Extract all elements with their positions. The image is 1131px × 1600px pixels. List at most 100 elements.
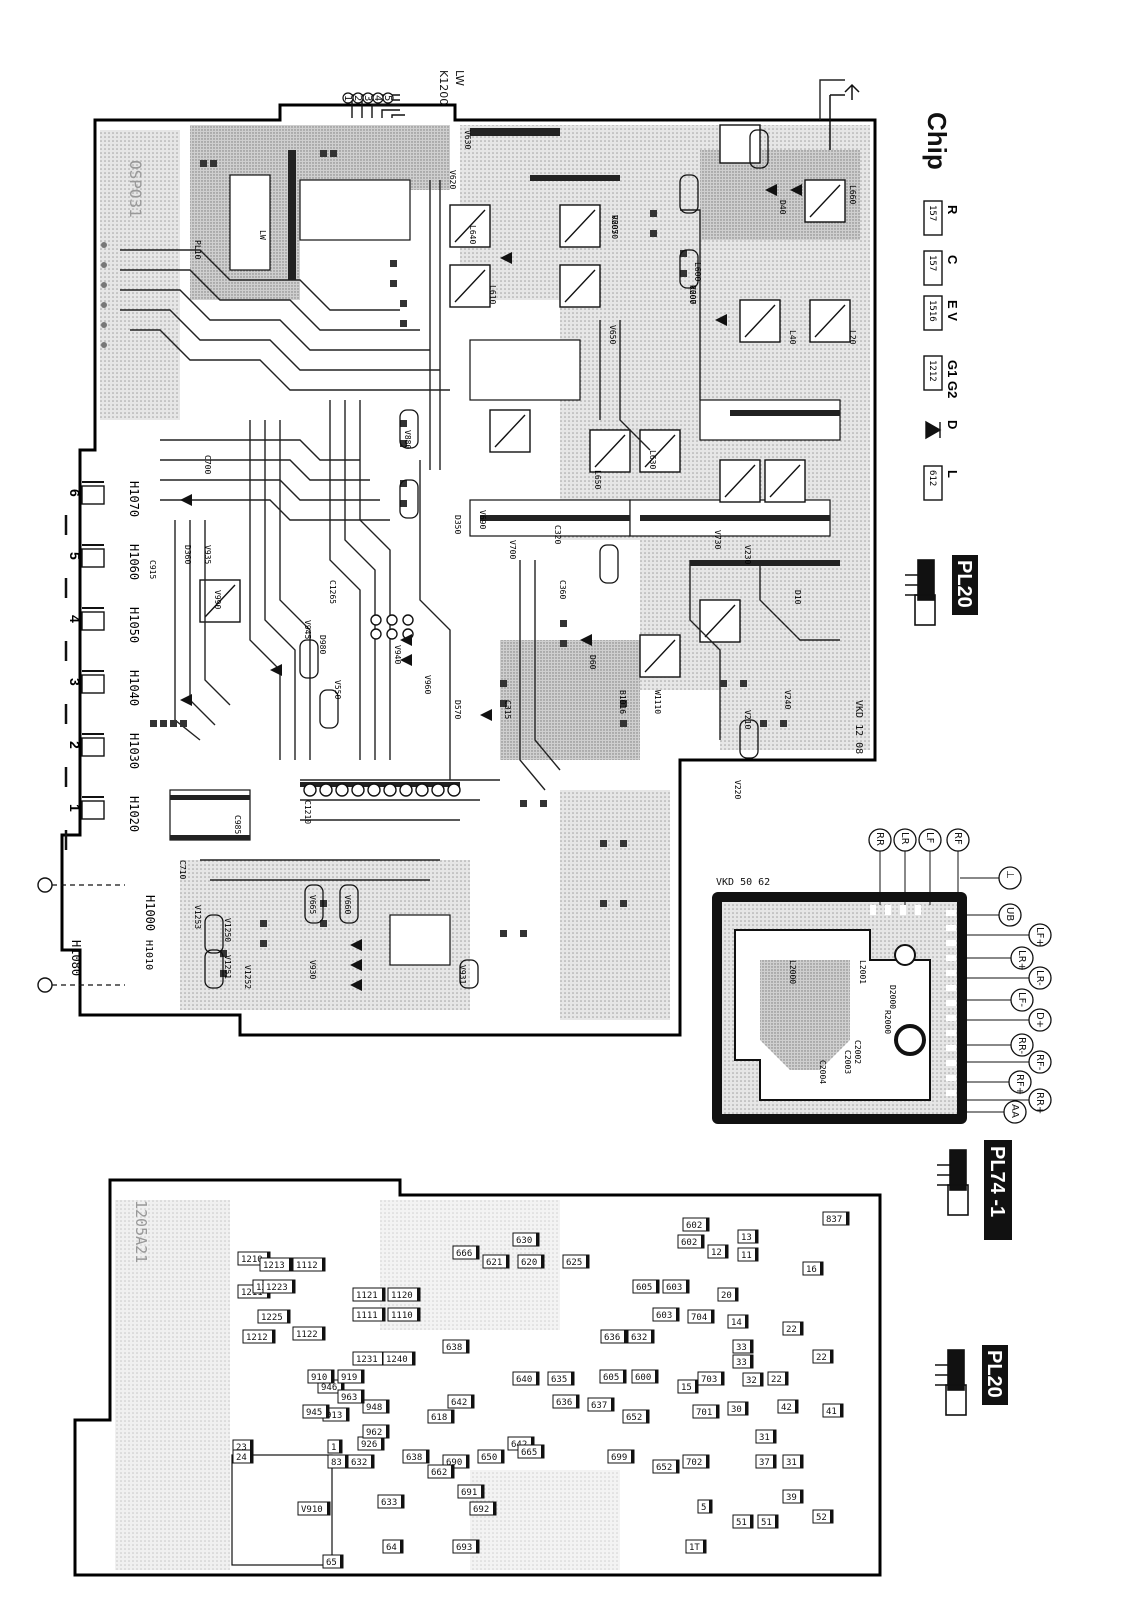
switch-link: [52, 884, 125, 986]
chip-label-633: 633: [381, 1498, 397, 1508]
push-button-outline: [81, 548, 105, 568]
component-label-v1252: V1252: [243, 965, 252, 989]
chip-cathode-mark: [701, 1235, 704, 1248]
ref-H1010: H1010: [143, 940, 154, 970]
chip-label-602: 602: [681, 1238, 697, 1248]
chip-label-650: 650: [481, 1453, 497, 1463]
component-label-v230: V230: [743, 545, 752, 564]
ref-H1080: H1080: [69, 940, 83, 976]
chip-label-946: 946: [321, 1383, 337, 1393]
chip-cathode-mark: [250, 1450, 253, 1463]
pin-label-7: LR+: [1016, 950, 1027, 971]
chip-label-13: 13: [741, 1233, 752, 1243]
component-label-d980: D980: [318, 635, 327, 654]
legend-code-3: G1 G2: [945, 360, 960, 398]
chip-label-605: 605: [636, 1283, 652, 1293]
bottom-ic-outline: [231, 1454, 333, 1566]
chip-label-635: 635: [551, 1375, 567, 1385]
sub-board-copper: [760, 960, 850, 1070]
connector-pin-label: 2: [352, 95, 363, 101]
mounting-holes: [101, 242, 107, 348]
chip-cathode-mark: [361, 1390, 364, 1403]
chip-label-637: 637: [591, 1401, 607, 1411]
chip-cathode-mark: [493, 1502, 496, 1515]
chip-label-15: 15: [681, 1383, 692, 1393]
chip-cathode-mark: [400, 1540, 403, 1553]
pin-label-10: D+: [1034, 1012, 1045, 1028]
button-number-3: 3: [67, 678, 83, 686]
chip-label-5: 5: [701, 1503, 706, 1513]
component-label-v960: V960: [423, 675, 432, 694]
component-label-v1253: V1253: [193, 905, 202, 929]
component-label-c1265: C1265: [328, 580, 337, 604]
chip-cathode-mark: [840, 1404, 843, 1417]
chip-label-666: 666: [456, 1249, 472, 1259]
chip-label-636: 636: [604, 1333, 620, 1343]
chip-label-32: 32: [746, 1376, 757, 1386]
component-label-v690: V690: [478, 510, 487, 529]
chip-cathode-mark: [345, 1455, 348, 1468]
button-number-6: 6: [67, 489, 83, 497]
chip-label-603: 603: [666, 1283, 682, 1293]
transistor-outlines: [204, 129, 769, 989]
board-code-vkd1208: VKD 12 08: [853, 700, 864, 754]
chip-cathode-mark: [745, 1315, 748, 1328]
component-label-v600: V600: [688, 285, 697, 304]
legend-chip-box: [923, 250, 943, 286]
connector-pin-label: 3: [362, 95, 373, 101]
pl20-top-tag: PL20: [905, 555, 978, 626]
chip-label-690: 690: [446, 1458, 462, 1468]
component-label-r2070: R2070: [610, 215, 619, 239]
component-label-v650: V650: [608, 325, 617, 344]
pl20-bottom-tag: PL20: [935, 1345, 1008, 1416]
chip-cathode-mark: [695, 1380, 698, 1393]
ref-H1000: H1000: [143, 895, 157, 931]
chip-cathode-mark: [735, 1288, 738, 1301]
component-label-v935: V935: [203, 545, 212, 564]
component-label-v240: V240: [783, 690, 792, 709]
sub-inner-d2000: D2000: [888, 985, 897, 1009]
chip-cathode-mark: [371, 1455, 374, 1468]
chip-cathode-mark: [706, 1455, 709, 1468]
component-label-l610: L610: [488, 285, 497, 304]
chip-cathode-mark: [750, 1355, 753, 1368]
chip-cathode-mark: [381, 1437, 384, 1450]
chip-label-625: 625: [566, 1258, 582, 1268]
component-label-l630: L630: [648, 450, 657, 469]
chip-cathode-mark: [501, 1450, 504, 1463]
component-label-c360: C360: [558, 580, 567, 599]
chip-label-33: 33: [736, 1358, 747, 1368]
chip-cathode-mark: [571, 1372, 574, 1385]
chip-cathode-mark: [466, 1340, 469, 1353]
chip-cathode-mark: [785, 1372, 788, 1385]
legend-code-1: C: [945, 255, 960, 265]
chip-cathode-mark: [322, 1327, 325, 1340]
chip-cathode-mark: [716, 1405, 719, 1418]
chip-cathode-mark: [476, 1246, 479, 1259]
chip-label-1112: 1112: [296, 1261, 318, 1271]
component-label-c710: C710: [178, 860, 187, 879]
chip-label-51: 51: [761, 1518, 772, 1528]
chip-label-24: 24: [236, 1453, 247, 1463]
chip-label-702: 702: [686, 1458, 702, 1468]
chip-cathode-mark: [506, 1255, 509, 1268]
copper-plane: [180, 860, 470, 1010]
chip-cathode-mark: [750, 1515, 753, 1528]
sub-inner-c2003: C2003: [843, 1050, 852, 1074]
pin-label-15: AA: [1009, 1104, 1020, 1118]
component-label-l600: L600: [693, 262, 702, 281]
chip-cathode-mark: [755, 1248, 758, 1261]
chip-label-693: 693: [456, 1543, 472, 1553]
component-label-v730: V730: [713, 530, 722, 549]
component-label-c320: C320: [553, 525, 562, 544]
chip-label-16: 16: [806, 1265, 817, 1275]
pin-label-1: LR: [899, 832, 910, 845]
chip-label-14: 14: [731, 1318, 742, 1328]
sub-inner-c2004: C2004: [818, 1060, 827, 1084]
chip-label-618: 618: [431, 1413, 447, 1423]
button-ref-H1050: H1050: [127, 607, 141, 643]
chip-label-665: 665: [521, 1448, 537, 1458]
chip-label-22: 22: [771, 1375, 782, 1385]
chip-cathode-mark: [711, 1310, 714, 1323]
